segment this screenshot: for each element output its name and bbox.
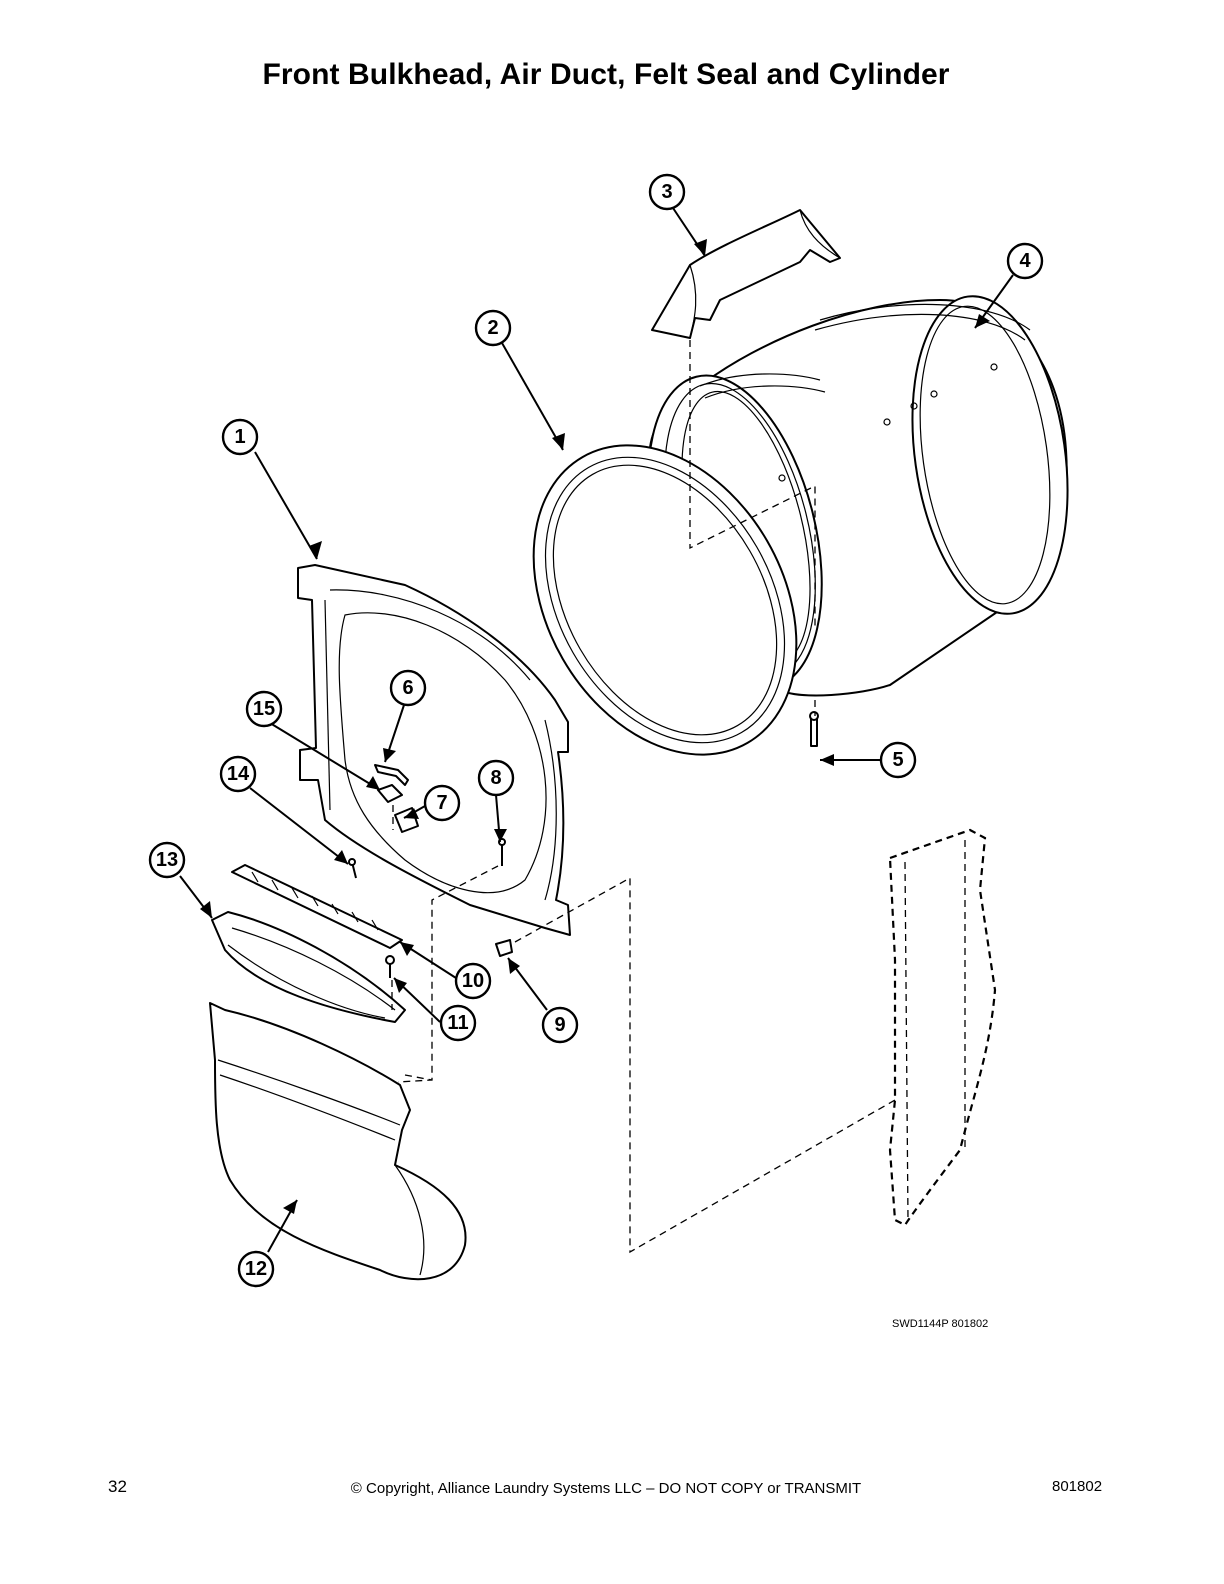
copyright-notice: © Copyright, Alliance Laundry Systems LL… [350, 1480, 862, 1497]
svg-text:10: 10 [462, 970, 484, 992]
svg-text:4: 4 [1019, 250, 1031, 272]
svg-text:14: 14 [227, 763, 250, 785]
svg-text:9: 9 [554, 1014, 565, 1036]
callout-9: 9 [541, 1006, 579, 1044]
bracket-small-part [377, 784, 403, 803]
screw-14-part [348, 858, 357, 879]
svg-text:15: 15 [253, 698, 275, 720]
callout-10: 10 [454, 962, 492, 1000]
screw-9-part [495, 939, 513, 957]
screw-5-part [809, 711, 819, 747]
callout-6: 6 [389, 669, 427, 707]
bracket-part [374, 764, 409, 786]
baffle-part [651, 209, 841, 339]
svg-text:12: 12 [245, 1258, 267, 1280]
svg-text:11: 11 [447, 1012, 468, 1034]
screw-11-part [385, 955, 395, 978]
leader-lines [179, 207, 1014, 1253]
svg-text:8: 8 [490, 767, 501, 789]
callout-8: 8 [477, 759, 515, 797]
svg-text:13: 13 [156, 849, 178, 871]
svg-text:2: 2 [487, 317, 498, 339]
callout-13: 13 [148, 841, 186, 879]
callout-1: 1 [221, 418, 259, 456]
callout-5: 5 [879, 741, 917, 779]
svg-text:6: 6 [402, 677, 413, 699]
page-number: 32 [108, 1477, 127, 1496]
page-title: Front Bulkhead, Air Duct, Felt Seal and … [262, 58, 950, 91]
callout-7: 7 [423, 784, 461, 822]
lint-grille-part [231, 864, 403, 949]
cabinet-panel-reference [888, 828, 997, 1227]
document-number: 801802 [1052, 1478, 1103, 1495]
svg-text:7: 7 [436, 792, 447, 814]
callout-14: 14 [219, 755, 257, 793]
air-duct-part [209, 1002, 467, 1281]
callout-2: 2 [474, 309, 512, 347]
svg-text:1: 1 [234, 426, 245, 448]
front-bulkhead-part [297, 564, 571, 936]
svg-text:3: 3 [661, 181, 672, 203]
drawing-code: SWD1144P 801802 [892, 1318, 989, 1330]
callout-4: 4 [1006, 242, 1044, 280]
callout-12: 12 [237, 1250, 275, 1288]
lint-screen-part [211, 911, 406, 1023]
callout-11: 11 [439, 1004, 477, 1042]
callout-15: 15 [245, 690, 283, 728]
svg-text:5: 5 [892, 749, 903, 771]
callout-3: 3 [648, 173, 686, 211]
assembly-guide-lines [391, 340, 896, 1254]
felt-seal-part [532, 444, 798, 756]
